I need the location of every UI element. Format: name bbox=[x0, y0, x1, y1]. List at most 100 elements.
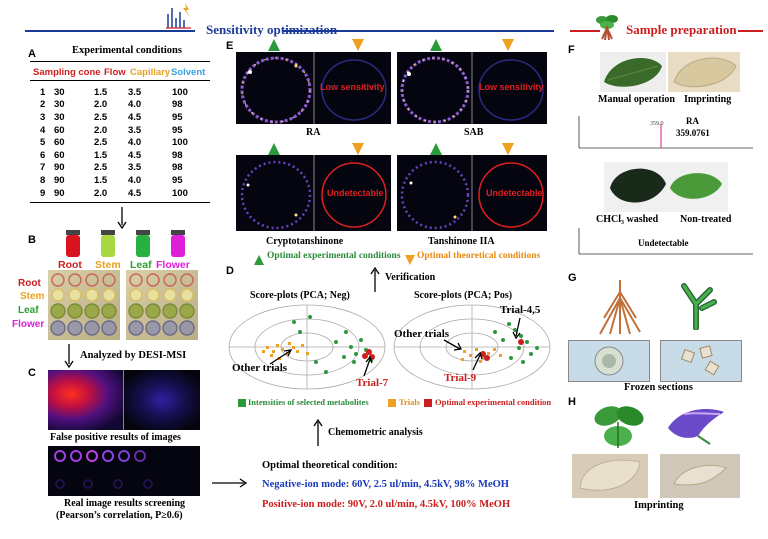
orange-marker-1-icon bbox=[352, 38, 364, 51]
table-cell: 5 bbox=[40, 137, 46, 149]
panel-a-bottom-rule bbox=[30, 202, 210, 203]
leaf-imprint-photo bbox=[572, 454, 648, 498]
undetectable-spectrum bbox=[575, 226, 755, 258]
table-cell: 2 bbox=[40, 99, 46, 111]
table-cell: 2.5 bbox=[94, 111, 108, 123]
chcl3-caption: CHCl₃ washed bbox=[596, 214, 659, 225]
vial-label-stem: Stem bbox=[95, 259, 121, 271]
real-image-caption-1: Real image results screening bbox=[64, 498, 186, 509]
legend-orange-triangle-icon bbox=[405, 252, 415, 265]
flower-imprint-photo bbox=[660, 454, 740, 498]
imprinting-h-caption: Imprinting bbox=[634, 500, 684, 511]
table-cell: 2.0 bbox=[94, 187, 108, 199]
legend-d-metabolites-swatch bbox=[238, 399, 246, 407]
other-trials-neg: Other trials bbox=[232, 362, 288, 374]
pos-score-title: Score-plots (PCA; Pos) bbox=[414, 290, 513, 301]
vial-label-flower: Flower bbox=[156, 259, 190, 271]
chcl3-leaf-photo bbox=[604, 162, 728, 212]
header-sample-prep: Sample preparation bbox=[626, 22, 737, 37]
table-cell: 60 bbox=[54, 137, 65, 149]
table-cell: 3.5 bbox=[128, 162, 142, 174]
panel-a-title: Experimental conditions bbox=[72, 45, 182, 56]
panel-a-title-rule bbox=[30, 61, 210, 62]
table-cell: 30 bbox=[54, 86, 65, 98]
tanshinone-image bbox=[397, 155, 547, 231]
undetectable-f-caption: Undetectable bbox=[638, 238, 689, 248]
arrow-b-to-c bbox=[62, 344, 76, 369]
table-cell: 60 bbox=[54, 124, 65, 136]
legend-green-triangle-icon bbox=[254, 252, 264, 265]
panel-a-col-capillary: Capillary bbox=[130, 67, 171, 78]
panel-a-header-rule bbox=[30, 80, 210, 81]
table-cell: 4.0 bbox=[128, 174, 142, 186]
false-positive-image bbox=[48, 370, 200, 430]
low-sensitivity-1: Low sensitivity bbox=[320, 82, 385, 92]
false-positive-caption: False positive results of images bbox=[50, 432, 181, 443]
legend-d-metabolites: Intensities of selected metabolites bbox=[248, 397, 369, 407]
table-cell: 1.5 bbox=[94, 86, 108, 98]
root-section-photo bbox=[568, 340, 650, 382]
arrow-c-to-optimal bbox=[212, 476, 248, 488]
table-cell: 4.5 bbox=[128, 111, 142, 123]
header-line-right-b bbox=[738, 30, 763, 32]
trial-9-label: Trial-9 bbox=[444, 372, 477, 384]
table-cell: 90 bbox=[54, 174, 65, 186]
table-cell: 30 bbox=[54, 111, 65, 123]
vials-row bbox=[64, 228, 194, 262]
table-cell: 4.5 bbox=[128, 187, 142, 199]
orange-marker-4-icon bbox=[502, 142, 514, 155]
stem-section-photo bbox=[660, 340, 742, 382]
panel-f-label: F bbox=[568, 44, 575, 56]
orange-marker-3-icon bbox=[352, 142, 364, 155]
table-cell: 1.5 bbox=[94, 149, 108, 161]
neg-pca-plot bbox=[226, 302, 388, 392]
table-cell: 100 bbox=[172, 86, 188, 98]
real-image bbox=[48, 446, 200, 496]
low-sensitivity-2: Low sensitivity bbox=[479, 82, 544, 92]
arrow-a-to-b bbox=[116, 207, 128, 230]
table-cell: 90 bbox=[54, 187, 65, 199]
panel-g-label: G bbox=[568, 272, 577, 284]
panel-a-col-cone: Sampling cone bbox=[33, 67, 101, 78]
ra-spectrum bbox=[575, 114, 755, 152]
panel-a-label: A bbox=[28, 48, 36, 60]
trial-45-arrow bbox=[510, 316, 528, 340]
ra-peak-label: 359.0 bbox=[650, 121, 664, 127]
trial-7-arrow bbox=[360, 355, 374, 378]
row-label-leaf: Leaf bbox=[18, 305, 39, 316]
table-cell: 2.0 bbox=[94, 99, 108, 111]
green-marker-1-icon bbox=[268, 38, 280, 51]
panel-e-label: E bbox=[226, 40, 234, 52]
vial-label-leaf: Leaf bbox=[130, 259, 152, 271]
table-cell: 7 bbox=[40, 162, 46, 174]
table-cell: 2.5 bbox=[94, 137, 108, 149]
verification-text: Verification bbox=[385, 272, 436, 283]
pos-pca-plot bbox=[391, 302, 553, 392]
table-cell: 1 bbox=[40, 86, 46, 98]
manual-leaf-photo bbox=[600, 52, 666, 92]
sample-plate-photo-1 bbox=[48, 270, 120, 340]
panel-d-label: D bbox=[226, 265, 234, 277]
header-line-left bbox=[25, 30, 195, 32]
row-label-root: Root bbox=[18, 278, 41, 289]
ra-mz-label: 359.0761 bbox=[676, 128, 710, 138]
panel-a-col-flow: Flow bbox=[104, 67, 126, 78]
table-cell: 8 bbox=[40, 174, 46, 186]
undetectable-1: Undetectable bbox=[327, 188, 384, 198]
imprinting-f-caption: Imprinting bbox=[684, 94, 732, 105]
header-sensitivity: Sensitivity optimization bbox=[206, 22, 338, 37]
table-cell: 4 bbox=[40, 124, 46, 136]
imprint-leaf-photo bbox=[668, 52, 740, 92]
table-cell: 98 bbox=[172, 99, 183, 111]
panel-a-col-solvent: Solvent bbox=[171, 67, 206, 78]
table-cell: 2.5 bbox=[94, 162, 108, 174]
panel-h-label: H bbox=[568, 396, 576, 408]
verification-arrow bbox=[369, 266, 381, 292]
trial-9-arrow bbox=[470, 351, 484, 372]
optimal-title: Optimal theoretical condition: bbox=[262, 460, 398, 471]
